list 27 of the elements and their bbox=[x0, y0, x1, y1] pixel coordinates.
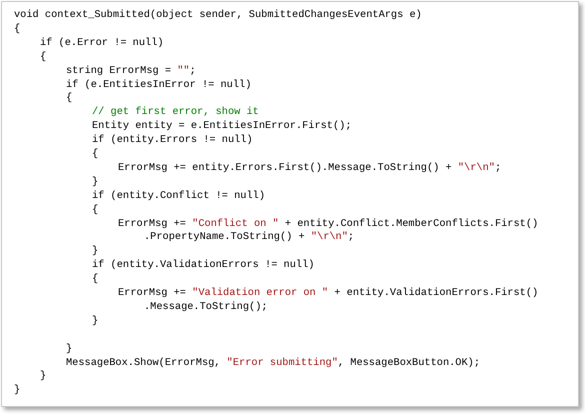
code-line: ErrorMsg += entity.Errors.First().Message.ToString() + "\r\n"; bbox=[118, 162, 502, 175]
code-line: void context_Submitted(object sender, SubmittedChangesEventArgs e) bbox=[14, 9, 422, 22]
code-line: } bbox=[92, 314, 98, 328]
code-line: if (e.Error != null) bbox=[40, 36, 164, 50]
code-line: } bbox=[40, 370, 46, 384]
code-line: { bbox=[66, 92, 72, 106]
code-line: ErrorMsg += "Conflict on " + entity.Conflict.MemberConflicts.First() bbox=[118, 218, 538, 230]
code-line: } bbox=[14, 384, 20, 398]
code-line: } bbox=[92, 176, 98, 189]
code-line: { bbox=[40, 50, 46, 64]
code-line: .Message.ToString(); bbox=[144, 300, 268, 314]
code-line: if (e.EntitiesInError != null) bbox=[66, 78, 252, 92]
code-line: Entity entity = e.EntitiesInError.First(); bbox=[92, 120, 352, 134]
code-line: { bbox=[92, 204, 98, 217]
code-line: { bbox=[92, 273, 98, 286]
code-line: } bbox=[92, 245, 98, 258]
code-line: if (entity.Errors != null) bbox=[92, 134, 253, 148]
code-line: string ErrorMsg = ""; bbox=[66, 64, 196, 78]
code-line: MessageBox.Show(ErrorMsg, "Error submitting", MessageBoxButton.OK); bbox=[66, 356, 480, 370]
code-line: if (entity.Conflict != null) bbox=[92, 190, 266, 203]
code-line: // get first error, show it bbox=[92, 106, 259, 120]
code-line: { bbox=[92, 148, 98, 161]
code-line: } bbox=[66, 342, 72, 356]
code-line: .PropertyName.ToString() + "\r\n"; bbox=[144, 231, 354, 244]
code-line: if (entity.ValidationErrors != null) bbox=[92, 259, 314, 272]
code-line: { bbox=[14, 22, 20, 36]
code-line: ErrorMsg += "Validation error on " + entity.ValidationErrors.First() bbox=[118, 287, 538, 300]
